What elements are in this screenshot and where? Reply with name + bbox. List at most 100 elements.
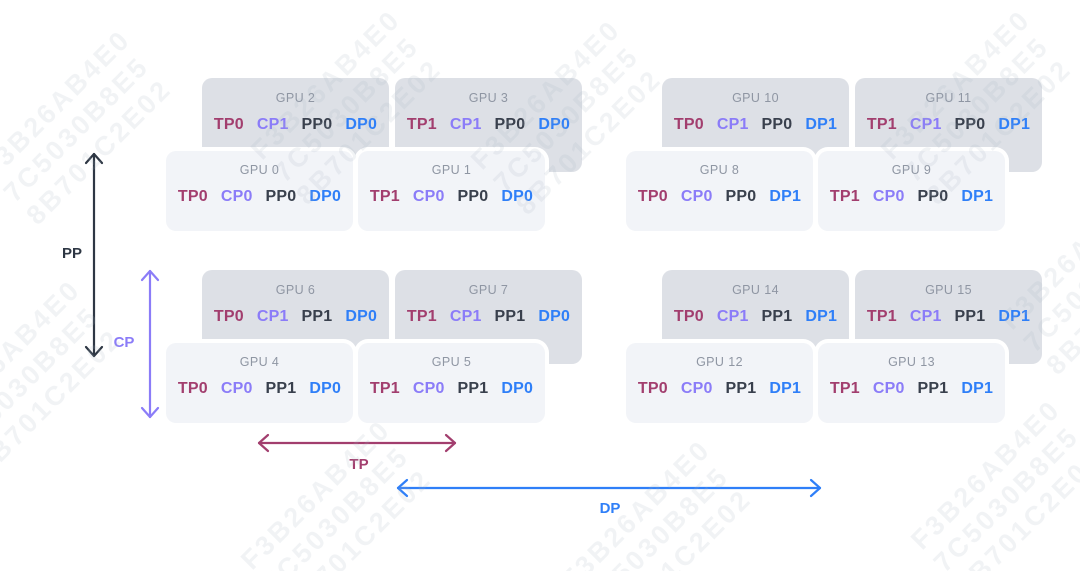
gpu-card-title: GPU 14 (732, 283, 779, 297)
cp-axis-arrow (140, 269, 160, 419)
pp-rank: PP0 (457, 188, 489, 205)
gpu-card-0: GPU 0 TP0 CP0 PP0 DP0 (166, 151, 353, 231)
gpu-card-ranks: TP1 CP0 PP1 DP0 (358, 379, 545, 399)
tp-rank: TP0 (637, 188, 668, 205)
cp-rank: CP0 (680, 380, 713, 397)
gpu-card-title: GPU 1 (431, 163, 472, 177)
dp-rank: DP1 (998, 116, 1031, 133)
cp-axis-label: CP (113, 334, 135, 351)
gpu-group-bottom-right: GPU 14 TP0 CP1 PP1 DP1 GPU 15 TP1 CP1 PP… (626, 270, 1044, 425)
pp-rank: PP0 (494, 116, 526, 133)
tp-rank: TP1 (829, 380, 860, 397)
gpu-card-5: GPU 5 TP1 CP0 PP1 DP0 (358, 343, 545, 423)
tp-rank: TP0 (637, 380, 668, 397)
pp-axis-label: PP (61, 245, 82, 262)
cp-rank: CP0 (220, 380, 253, 397)
cp-rank: CP0 (412, 380, 445, 397)
gpu-card-ranks: TP0 CP1 PP0 DP1 (662, 115, 849, 135)
gpu-card-title: GPU 6 (275, 283, 316, 297)
pp-rank: PP1 (457, 380, 489, 397)
tp-rank: TP1 (866, 116, 897, 133)
gpu-card-title: GPU 9 (891, 163, 932, 177)
tp-rank: TP0 (673, 308, 704, 325)
gpu-card-9: GPU 9 TP1 CP0 PP0 DP1 (818, 151, 1005, 231)
tp-rank: TP1 (406, 308, 437, 325)
tp-rank: TP0 (177, 380, 208, 397)
gpu-card-title: GPU 5 (431, 355, 472, 369)
tp-rank: TP0 (177, 188, 208, 205)
dp-axis-arrow (396, 478, 822, 498)
dp-rank: DP1 (961, 380, 994, 397)
dp-rank: DP1 (805, 308, 838, 325)
tp-rank: TP0 (673, 116, 704, 133)
dp-rank: DP0 (345, 116, 378, 133)
tp-axis-label: TP (349, 456, 369, 473)
dp-rank: DP0 (309, 188, 342, 205)
pp-rank: PP0 (917, 188, 949, 205)
tp-rank: TP0 (213, 116, 244, 133)
cp-rank: CP1 (716, 116, 749, 133)
dp-rank: DP0 (501, 188, 534, 205)
pp-rank: PP1 (954, 308, 986, 325)
cp-rank: CP0 (680, 188, 713, 205)
dp-rank: DP0 (538, 116, 571, 133)
gpu-group-bottom-left: GPU 6 TP0 CP1 PP1 DP0 GPU 7 TP1 CP1 PP1 … (166, 270, 584, 425)
dp-rank: DP1 (961, 188, 994, 205)
cp-rank: CP0 (872, 188, 905, 205)
cp-rank: CP1 (716, 308, 749, 325)
gpu-card-ranks: TP1 CP1 PP0 DP1 (855, 115, 1042, 135)
pp-rank: PP1 (494, 308, 526, 325)
gpu-card-ranks: TP0 CP1 PP1 DP0 (202, 307, 389, 327)
gpu-card-8: GPU 8 TP0 CP0 PP0 DP1 (626, 151, 813, 231)
gpu-card-ranks: TP0 CP1 PP1 DP1 (662, 307, 849, 327)
tp-rank: TP1 (829, 188, 860, 205)
tp-rank: TP1 (866, 308, 897, 325)
gpu-card-ranks: TP0 CP1 PP0 DP0 (202, 115, 389, 135)
gpu-card-ranks: TP1 CP1 PP1 DP0 (395, 307, 582, 327)
tp-rank: TP1 (369, 188, 400, 205)
pp-rank: PP0 (265, 188, 297, 205)
gpu-card-ranks: TP1 CP0 PP1 DP1 (818, 379, 1005, 399)
cp-rank: CP1 (449, 308, 482, 325)
gpu-card-ranks: TP1 CP0 PP0 DP0 (358, 187, 545, 207)
gpu-card-title: GPU 13 (888, 355, 935, 369)
cp-rank: CP0 (872, 380, 905, 397)
dp-rank: DP0 (345, 308, 378, 325)
gpu-card-ranks: TP0 CP0 PP1 DP1 (626, 379, 813, 399)
gpu-card-ranks: TP0 CP0 PP0 DP0 (166, 187, 353, 207)
tp-rank: TP1 (369, 380, 400, 397)
dp-rank: DP1 (769, 380, 802, 397)
gpu-group-top-left: GPU 2 TP0 CP1 PP0 DP0 GPU 3 TP1 CP1 PP0 … (166, 78, 584, 233)
gpu-card-title: GPU 7 (468, 283, 509, 297)
dp-rank: DP1 (998, 308, 1031, 325)
tp-rank: TP0 (213, 308, 244, 325)
pp-rank: PP0 (725, 188, 757, 205)
cp-rank: CP0 (220, 188, 253, 205)
gpu-card-title: GPU 4 (239, 355, 280, 369)
gpu-card-title: GPU 15 (925, 283, 972, 297)
dp-rank: DP0 (538, 308, 571, 325)
gpu-card-ranks: TP1 CP1 PP1 DP1 (855, 307, 1042, 327)
gpu-card-ranks: TP1 CP1 PP0 DP0 (395, 115, 582, 135)
gpu-card-title: GPU 3 (468, 91, 509, 105)
dp-rank: DP1 (805, 116, 838, 133)
gpu-card-1: GPU 1 TP1 CP0 PP0 DP0 (358, 151, 545, 231)
gpu-card-title: GPU 2 (275, 91, 316, 105)
gpu-card-4: GPU 4 TP0 CP0 PP1 DP0 (166, 343, 353, 423)
gpu-card-ranks: TP0 CP0 PP1 DP0 (166, 379, 353, 399)
gpu-card-title: GPU 12 (696, 355, 743, 369)
gpu-card-title: GPU 0 (239, 163, 280, 177)
pp-rank: PP0 (301, 116, 333, 133)
gpu-card-title: GPU 8 (699, 163, 740, 177)
pp-rank: PP0 (954, 116, 986, 133)
dp-axis-label: DP (599, 500, 621, 517)
tp-axis-arrow (257, 433, 457, 453)
cp-rank: CP1 (256, 308, 289, 325)
pp-axis-arrow (84, 152, 104, 358)
pp-rank: PP1 (301, 308, 333, 325)
pp-rank: PP1 (725, 380, 757, 397)
gpu-card-title: GPU 10 (732, 91, 779, 105)
